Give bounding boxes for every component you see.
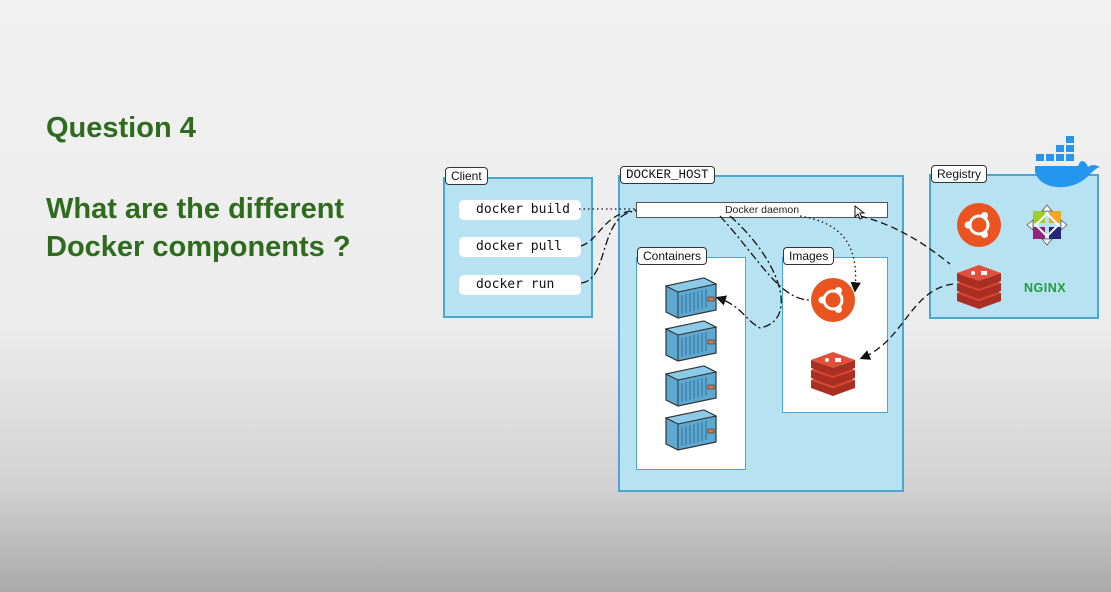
containers-box: Containers — [636, 247, 746, 470]
cmd-docker-run: docker run — [459, 275, 581, 295]
docker-host-panel: DOCKER_HOST Docker daemon Containers Ima… — [618, 166, 904, 492]
nginx-logo: NGINX — [1024, 281, 1067, 295]
registry-panel: Registry NGINX — [929, 165, 1099, 319]
registry-tab: Registry — [931, 165, 988, 183]
client-tab: Client — [445, 167, 488, 185]
images-box: Images — [782, 247, 888, 413]
docker-host-tab: DOCKER_HOST — [620, 166, 715, 184]
client-panel: Client docker build docker pull docker r… — [443, 167, 593, 318]
cmd-docker-pull: docker pull — [459, 237, 581, 257]
docker-daemon-bar: Docker daemon — [636, 202, 888, 218]
images-tab: Images — [783, 247, 835, 265]
slide-question: What are the different Docker components… — [46, 193, 351, 263]
containers-tab: Containers — [637, 247, 708, 265]
slide-title: Question 4 — [46, 112, 196, 144]
cmd-docker-build: docker build — [459, 200, 581, 220]
